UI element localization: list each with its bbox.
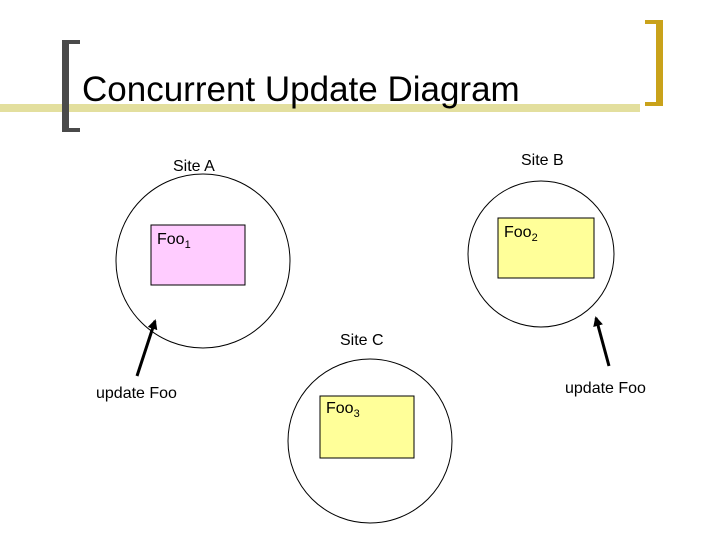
site-a-object-label: Foo1: [157, 231, 191, 251]
update-label-site-b: update Foo: [565, 380, 646, 397]
title-rule: [0, 104, 640, 112]
update-arrow-site-a: [135, 319, 158, 377]
site-a-object-subscript: 1: [184, 239, 191, 251]
site-a-object-box: [150, 224, 246, 286]
slide-title: Concurrent Update Diagram: [82, 70, 520, 109]
site-c-object-subscript: 3: [353, 408, 360, 420]
site-c-object-label: Foo3: [326, 400, 360, 420]
site-b-object-label: Foo2: [504, 224, 538, 244]
site-c-object-box: [319, 395, 415, 459]
site-b-object-subscript: 2: [531, 232, 538, 244]
site-a-object-name: Foo: [157, 231, 185, 248]
site-c-label: Site C: [340, 332, 384, 349]
site-c-object-name: Foo: [326, 400, 354, 417]
update-label-site-a: update Foo: [96, 385, 177, 402]
site-a-label: Site A: [173, 158, 215, 175]
site-b-object-name: Foo: [504, 224, 532, 241]
site-b-label: Site B: [521, 152, 564, 169]
site-b-object-box: [497, 217, 595, 279]
right-bracket: [645, 20, 663, 106]
update-arrow-site-b: [593, 316, 611, 367]
left-bracket: [62, 40, 80, 132]
